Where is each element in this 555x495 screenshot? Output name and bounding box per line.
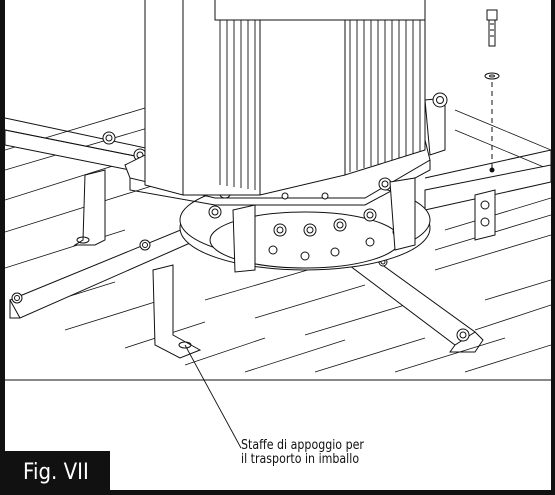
generator-body [144, 0, 426, 196]
support-bracket-center [232, 204, 256, 273]
support-bracket-front [152, 264, 202, 359]
leader-line [184, 344, 242, 449]
figure-label: Fig. VII [5, 451, 110, 490]
support-bracket-mid-right [389, 177, 416, 251]
figure-caption: Staffe di appoggio per il trasporto in i… [241, 439, 364, 467]
bolt-exploded [484, 9, 500, 173]
caption-line-2: il trasporto in imballo [241, 452, 360, 467]
figure-label-text: Fig. VII [23, 460, 89, 485]
arm-back-right [424, 92, 448, 156]
arm-right [424, 149, 551, 211]
caption-line-1: Staffe di appoggio per [241, 438, 364, 453]
support-bracket-left [73, 169, 106, 246]
technical-drawing [5, 0, 551, 449]
support-bracket-right [474, 189, 496, 241]
